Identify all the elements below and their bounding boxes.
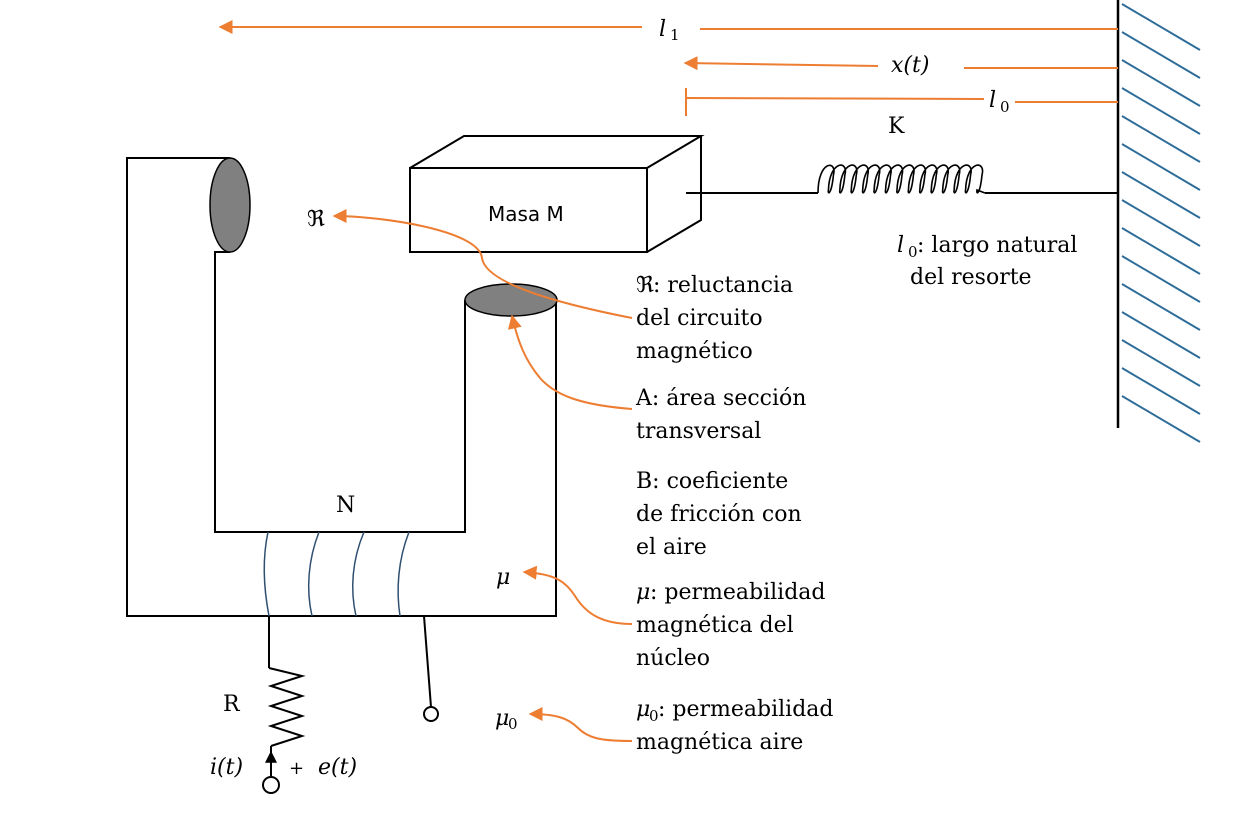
mu0-subscript: 0 bbox=[508, 715, 518, 733]
hatch-line bbox=[1121, 199, 1201, 247]
hatch-line bbox=[1121, 311, 1201, 359]
wall-hatching bbox=[1121, 3, 1201, 443]
hatch-line bbox=[1121, 143, 1201, 191]
l1-symbol: l bbox=[659, 17, 666, 42]
resistor-label: R bbox=[223, 692, 241, 717]
hatch-line bbox=[1121, 171, 1201, 219]
hatch-line bbox=[1121, 255, 1201, 303]
mu-leader bbox=[522, 565, 633, 625]
magnetic-core bbox=[126, 157, 557, 617]
dimension-x: x(t) bbox=[683, 53, 1118, 78]
mu0-desc-line1: : permeabilidad bbox=[658, 697, 834, 722]
spring-label: K bbox=[888, 114, 905, 139]
hatch-line bbox=[1121, 31, 1201, 79]
x-label: x(t) bbox=[891, 53, 929, 78]
mu-desc-line3: núcleo bbox=[636, 646, 710, 671]
electric-circuit bbox=[262, 615, 439, 794]
winding-coil bbox=[263, 531, 410, 617]
reluctance-desc-line2: del circuito bbox=[636, 306, 763, 331]
hatch-line bbox=[1121, 227, 1201, 275]
l0-desc-line2: del resorte bbox=[910, 265, 1032, 290]
friction-desc-line3: el aire bbox=[636, 535, 707, 560]
dimension-l1: l 1 bbox=[218, 17, 1118, 44]
fixed-wall bbox=[1116, 0, 1201, 443]
reluctance-symbol: ℜ bbox=[307, 207, 325, 232]
hatch-line bbox=[1121, 395, 1201, 443]
right-pole-face bbox=[464, 283, 558, 317]
annotation-area: A: área sección transversal bbox=[635, 386, 806, 444]
plus-label: + bbox=[289, 758, 304, 779]
l0-desc-subscript: 0 bbox=[908, 243, 918, 261]
annotation-mu: μ : permeabilidad magnética del núcleo bbox=[636, 580, 826, 671]
mu0-desc-symbol: μ bbox=[636, 697, 650, 722]
mu0-leader bbox=[528, 707, 633, 742]
mu-desc-symbol: μ bbox=[636, 580, 650, 605]
area-leader bbox=[508, 314, 633, 410]
annotation-friction: B: coeficiente de fricción con el aire bbox=[636, 469, 802, 560]
leader-arrows bbox=[332, 209, 633, 742]
mu-desc-line2: magnética del bbox=[636, 613, 794, 638]
reluctance-desc-line1: : reluctancia bbox=[653, 273, 793, 298]
mu0-desc-line2: magnética aire bbox=[636, 730, 803, 755]
reluctance-leader bbox=[332, 209, 633, 319]
mu-desc-line1: : permeabilidad bbox=[650, 580, 826, 605]
l0-desc-line1: : largo natural bbox=[917, 233, 1077, 258]
reluctance-desc-symbol: ℜ bbox=[636, 273, 654, 298]
current-label: i(t) bbox=[210, 755, 243, 780]
mass-block: Masa M bbox=[409, 135, 705, 253]
spring: K bbox=[686, 114, 1118, 194]
friction-desc-line1: B: coeficiente bbox=[636, 469, 788, 494]
mu-label: μ bbox=[496, 565, 510, 590]
friction-desc-line2: de fricción con bbox=[636, 502, 802, 527]
hatch-line bbox=[1121, 367, 1201, 415]
spring-coils bbox=[817, 164, 986, 194]
l0-symbol: l bbox=[989, 88, 996, 113]
hatch-line bbox=[1121, 339, 1201, 387]
mu0-symbol: μ bbox=[495, 706, 509, 731]
dimension-l0: l 0 bbox=[685, 88, 1118, 116]
annotation-reluctance: ℜ : reluctancia del circuito magnético bbox=[636, 273, 793, 364]
l1-subscript: 1 bbox=[670, 26, 680, 44]
annotation-l0: l 0 : largo natural del resorte bbox=[897, 233, 1077, 290]
reluctance-desc-line3: magnético bbox=[636, 339, 753, 364]
voltage-label: e(t) bbox=[318, 755, 357, 780]
spring-coil-path bbox=[817, 164, 986, 194]
l0-desc-symbol: l bbox=[897, 233, 904, 258]
hatch-line bbox=[1121, 59, 1201, 107]
l0-subscript: 0 bbox=[1000, 98, 1010, 116]
mu0-desc-subscript: 0 bbox=[649, 707, 659, 725]
hatch-line bbox=[1121, 115, 1201, 163]
left-pole-face bbox=[209, 157, 251, 253]
hatch-line bbox=[1121, 87, 1201, 135]
area-desc-line1: A: área sección bbox=[635, 386, 806, 411]
turns-label: N bbox=[336, 493, 355, 518]
hatch-line bbox=[1121, 283, 1201, 331]
area-desc-line2: transversal bbox=[636, 419, 761, 444]
hatch-line bbox=[1121, 3, 1201, 51]
mass-label: Masa M bbox=[488, 202, 564, 226]
annotation-mu0: μ 0 : permeabilidad magnética aire bbox=[636, 697, 834, 755]
